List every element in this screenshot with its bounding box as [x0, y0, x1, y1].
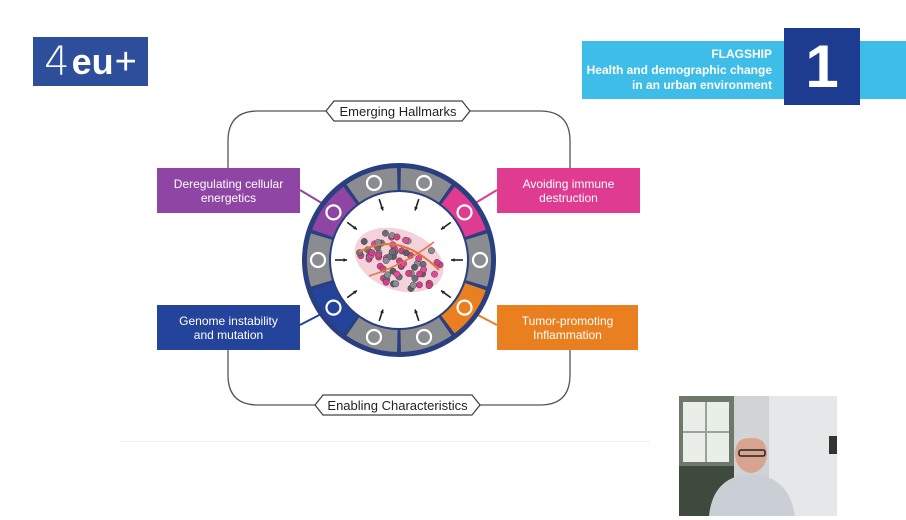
box-inflammation-line1: Tumor-promoting	[521, 313, 614, 328]
wheel-segment	[441, 283, 486, 334]
connector-top-right	[470, 110, 571, 168]
wheel-segment	[312, 283, 357, 334]
wheel-segment	[346, 168, 398, 203]
wheel-segment	[441, 186, 486, 237]
wheel-segment	[312, 186, 357, 237]
box-energetics-line1: Deregulating cellular	[173, 176, 284, 191]
tumor-cell	[384, 271, 391, 279]
tumor-cell	[382, 257, 390, 264]
connector-top-left	[227, 110, 326, 168]
wheel-arrowhead	[414, 309, 418, 314]
vessel-icon	[365, 328, 383, 346]
enabling-characteristics-label: Enabling Characteristics	[327, 397, 468, 413]
hallmarks-wheel	[302, 163, 496, 357]
tumor-cell	[360, 238, 368, 245]
box-inflammation-line2: Inflammation	[533, 327, 602, 342]
atom-icon	[325, 204, 342, 221]
wheel-arrowhead	[441, 225, 446, 230]
box-immune-line1: Avoiding immune	[522, 176, 615, 191]
tumor-vessel	[358, 243, 440, 271]
tumor-cell	[375, 251, 382, 259]
box-genome-line2: and mutation	[193, 327, 264, 342]
ghost-icon	[415, 328, 433, 346]
infinity-icon	[471, 251, 489, 269]
tumor-cell	[368, 249, 376, 256]
tumor-cell	[416, 270, 424, 278]
prohibited-icon	[415, 174, 433, 192]
tumor-cell	[433, 259, 441, 266]
tumor-cell	[393, 233, 401, 241]
flagship-subtitle-line1: Health and demographic change	[586, 62, 772, 77]
dna-icon	[325, 299, 342, 316]
arrow-up-right-icon	[365, 174, 383, 192]
wheel-arrowhead	[352, 225, 357, 230]
wheel-arrowhead	[380, 309, 384, 314]
wheel-arrowhead	[352, 290, 357, 295]
tumor-cell-cluster	[354, 227, 444, 293]
tumor-vessel	[368, 241, 435, 277]
wheel-segment	[466, 233, 492, 287]
flagship-label: FLAGSHIP	[711, 47, 772, 61]
connector-bottom-right	[480, 350, 571, 406]
enabling-characteristics-pill	[314, 394, 481, 416]
wheel-segment	[346, 317, 398, 352]
tumor-cell	[388, 248, 396, 256]
tumor-cell	[415, 255, 423, 262]
tumor-cell	[431, 270, 438, 278]
wheel-arrowhead	[343, 258, 347, 262]
4euplus-logo: 4 eu +	[33, 37, 148, 86]
tumor-cell	[411, 275, 419, 282]
wheel-arrowhead	[380, 206, 384, 211]
tumor-cell	[393, 270, 401, 278]
tumor-cell	[409, 281, 417, 289]
tumor-cell	[382, 278, 390, 286]
tumor-cell	[402, 249, 410, 257]
wheel-arrowhead	[451, 258, 455, 262]
box-energetics-line2: energetics	[200, 190, 257, 205]
presenter-video-icon	[679, 396, 837, 516]
flagship-subtitle-line2: in an urban environment	[631, 78, 772, 92]
tumor-cell	[425, 282, 433, 290]
emerging-hallmarks-pill	[325, 100, 471, 122]
wheel-arrowhead	[414, 206, 418, 211]
box-immune-line2: destruction	[539, 190, 598, 205]
flagship-title: FLAGSHIP Health and demographic change i…	[586, 47, 772, 94]
tumor-cell	[411, 263, 418, 271]
tumor-cell	[405, 269, 413, 277]
logo-plus: +	[114, 40, 137, 83]
wheel-segment	[400, 317, 452, 352]
tumor-cell	[402, 236, 409, 244]
tumor-cell	[420, 266, 427, 274]
tumor-cell	[416, 281, 423, 289]
tumor-cell	[392, 280, 400, 288]
presenter-video-thumbnail[interactable]	[679, 396, 837, 516]
tumor-cell	[428, 247, 435, 255]
box-genome-line1: Genome instability	[179, 313, 278, 328]
logo-digit: 4	[44, 38, 70, 85]
wheel-segment	[400, 168, 452, 203]
wheel-arrowhead	[441, 290, 446, 295]
tumor-cell	[382, 229, 389, 237]
emerging-hallmarks-label: Emerging Hallmarks	[339, 103, 457, 119]
flagship-number: 1	[784, 28, 860, 105]
wheel-segment	[307, 233, 332, 287]
plus-icon	[309, 251, 327, 269]
faint-divider	[120, 441, 650, 442]
flame-icon	[456, 299, 473, 316]
connector-bottom-left	[227, 350, 315, 406]
link-energetics	[299, 189, 326, 206]
pacman-icon	[456, 204, 473, 221]
logo-eu: eu	[71, 40, 114, 82]
